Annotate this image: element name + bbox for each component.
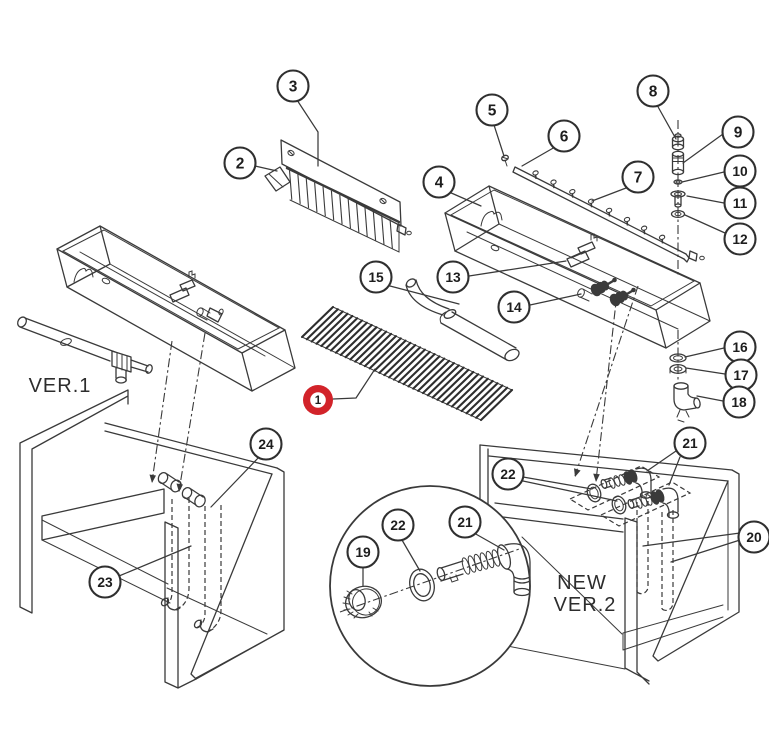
version-2-label-line2: VER.2 — [554, 594, 617, 616]
svg-text:16: 16 — [732, 340, 748, 355]
hidden-drain-tubes — [636, 501, 674, 612]
drain-washers — [669, 353, 687, 375]
svg-text:24: 24 — [258, 437, 274, 452]
callout-17: 17 — [724, 358, 758, 392]
screw — [501, 154, 509, 167]
callout-16: 16 — [723, 330, 757, 364]
svg-text:12: 12 — [732, 232, 748, 247]
svg-text:6: 6 — [560, 128, 569, 145]
supply-pipe — [17, 316, 153, 384]
callout-7: 7 — [621, 160, 655, 194]
svg-text:20: 20 — [746, 530, 762, 545]
svg-text:2: 2 — [236, 155, 245, 172]
svg-text:22: 22 — [390, 518, 406, 533]
grate-slats — [300, 305, 514, 422]
svg-text:18: 18 — [731, 395, 747, 410]
svg-text:7: 7 — [634, 169, 643, 186]
mounting-tab — [264, 166, 291, 192]
svg-text:21: 21 — [682, 436, 698, 451]
callout-21: 21 — [673, 426, 707, 460]
elbow-fittings — [568, 465, 692, 527]
union-nut — [342, 585, 382, 619]
callout-2: 2 — [223, 146, 257, 180]
svg-text:5: 5 — [488, 102, 497, 119]
evaporator-grate — [300, 305, 514, 422]
callout-15: 15 — [359, 260, 393, 294]
svg-text:14: 14 — [506, 300, 522, 315]
callout-23: 23 — [88, 565, 122, 599]
bracket — [566, 241, 596, 268]
fin-teeth — [288, 170, 393, 249]
svg-text:4: 4 — [435, 174, 444, 191]
callout-5: 5 — [475, 93, 509, 127]
svg-text:11: 11 — [733, 196, 748, 211]
svg-text:22: 22 — [500, 467, 516, 482]
callout-22-inset: 22 — [381, 508, 415, 542]
elbow-fitting — [436, 543, 531, 597]
callout-10: 10 — [723, 154, 757, 188]
callout-22: 22 — [491, 457, 525, 491]
spray-bar — [512, 166, 705, 263]
version-2-label-line1: NEW — [557, 572, 607, 594]
hose — [405, 278, 520, 362]
cabinet-ver2 — [479, 285, 740, 685]
callout-13: 13 — [436, 260, 470, 294]
drain-elbow — [673, 382, 701, 423]
o-ring — [409, 568, 435, 602]
callout-4: 4 — [422, 165, 456, 199]
svg-text:10: 10 — [732, 164, 748, 179]
svg-text:23: 23 — [97, 575, 113, 590]
cabinet-ver1 — [19, 332, 285, 689]
callout-11: 11 — [723, 186, 757, 220]
nozzle-stack-parts — [670, 120, 686, 382]
callout-1: 1 — [303, 385, 333, 415]
tray-left — [56, 225, 296, 392]
svg-text:13: 13 — [445, 270, 461, 285]
callout-9: 9 — [721, 115, 755, 149]
spray-bar-screws — [532, 170, 666, 244]
leader-lines — [118, 99, 741, 587]
callout-8: 8 — [636, 74, 670, 108]
callout-18: 18 — [722, 385, 756, 419]
callout-21-inset: 21 — [448, 505, 482, 539]
inset-magnifier — [329, 485, 531, 687]
callout-12: 12 — [723, 222, 757, 256]
callout-14: 14 — [497, 290, 531, 324]
version-1-label: VER.1 — [29, 375, 92, 397]
callouts-layer: 1234567891011121314151617181920212221222… — [88, 69, 769, 599]
svg-text:1: 1 — [315, 395, 322, 407]
spray-nozzles — [577, 277, 636, 307]
svg-text:21: 21 — [457, 515, 473, 530]
callout-6: 6 — [547, 119, 581, 153]
svg-text:17: 17 — [733, 368, 749, 383]
svg-text:9: 9 — [734, 124, 743, 141]
version-labels: VER.1 NEW VER.2 — [29, 375, 617, 616]
tray-right — [444, 185, 711, 349]
svg-text:15: 15 — [368, 270, 384, 285]
hidden-drain-tubes — [160, 498, 222, 634]
svg-text:8: 8 — [649, 83, 658, 100]
callout-24: 24 — [249, 427, 283, 461]
svg-text:19: 19 — [355, 545, 371, 560]
fin-plate — [280, 139, 412, 253]
callout-3: 3 — [276, 69, 310, 103]
callout-19: 19 — [346, 535, 380, 569]
callout-20: 20 — [737, 520, 769, 554]
svg-text:3: 3 — [289, 78, 298, 95]
